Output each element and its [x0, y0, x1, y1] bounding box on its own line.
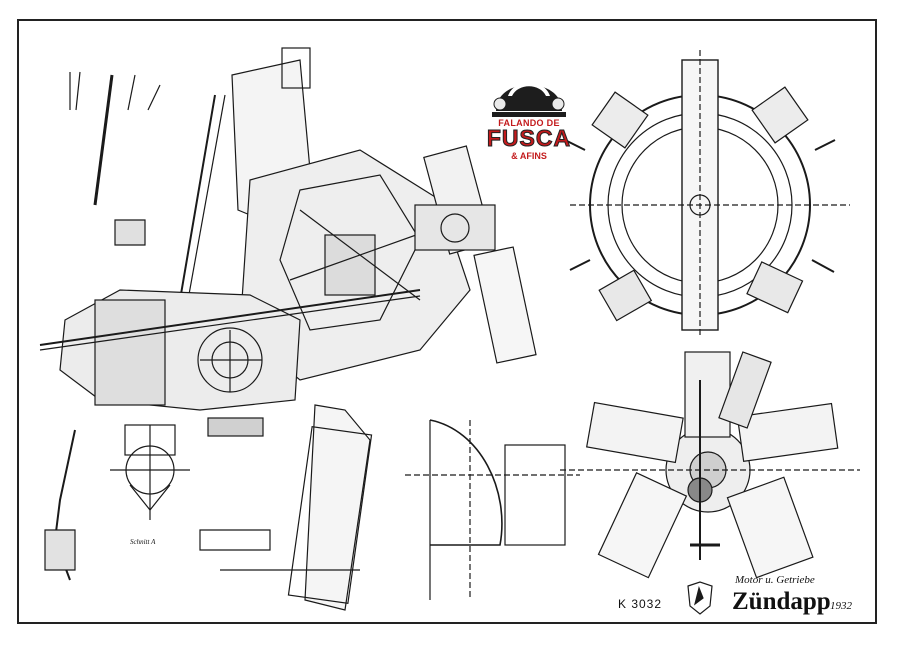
- drawing-year: 1932: [830, 600, 852, 612]
- drawing-subject: Motor u. Getriebe: [735, 574, 815, 586]
- engine-side-section: [39, 47, 537, 437]
- drawing-code: K 3032: [618, 597, 663, 611]
- logo-line-top: FALANDO DE: [498, 118, 560, 128]
- detail-note: Schnitt A: [130, 538, 156, 546]
- zundapp-emblem-icon: [687, 581, 713, 615]
- front-view: [564, 50, 850, 335]
- detail-views: [44, 404, 580, 611]
- sheet-border: [17, 19, 877, 624]
- radial-engine-section: [560, 351, 860, 579]
- logo-line-main: FUSCA: [486, 125, 572, 152]
- logo-line-bottom: & AFINS: [511, 151, 547, 161]
- brand-name: Zündapp: [732, 588, 831, 615]
- beetle-car-icon: [492, 82, 566, 117]
- watermark-logo: FALANDO DE FUSCA & AFINS: [474, 56, 584, 166]
